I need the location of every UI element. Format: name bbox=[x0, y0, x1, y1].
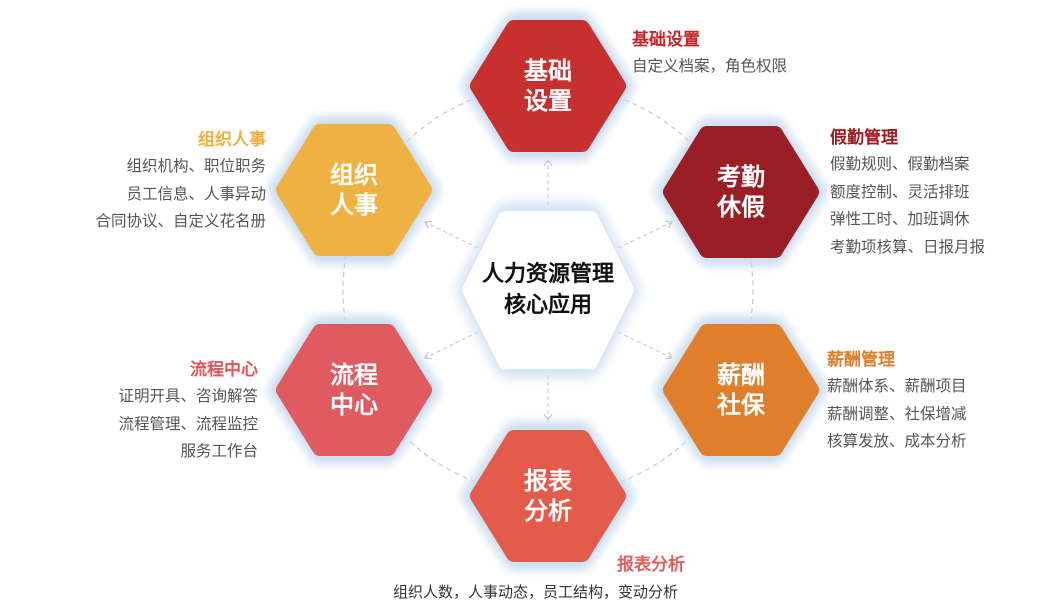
desc-line: 服务工作台 bbox=[180, 442, 258, 460]
salary-desc: 薪酬管理 薪酬体系、薪酬项目 薪酬调整、社保增减 核算发放、成本分析 bbox=[827, 347, 967, 456]
desc-line: 薪酬调整、社保增减 bbox=[827, 404, 967, 423]
center-hexagon: 人力资源管理 核心应用 bbox=[456, 203, 640, 377]
desc-line: 流程管理、流程监控 bbox=[118, 414, 258, 433]
hex-label-line1: 基础 bbox=[524, 57, 572, 85]
desc-line: 员工信息、人事异动 bbox=[126, 184, 266, 203]
desc-line: 薪酬体系、薪酬项目 bbox=[827, 377, 967, 395]
hex-label-line1: 薪酬 bbox=[717, 361, 765, 389]
basic-hexagon[interactable]: 基础 设置 bbox=[462, 12, 634, 160]
hex-label-line1: 流程 bbox=[330, 361, 378, 389]
salary-hexagon[interactable]: 薪酬 社保 bbox=[655, 316, 827, 464]
desc-line: 额度控制、灵活排班 bbox=[830, 182, 970, 201]
hex-label-line2: 设置 bbox=[524, 87, 572, 115]
desc-line: 弹性工时、加班调休 bbox=[830, 210, 970, 228]
desc-line: 证明开具、咨询解答 bbox=[118, 387, 258, 405]
report-desc: 组织人数，人事动态，员工结构，变动分析 bbox=[393, 583, 679, 601]
hex-label-line2: 社保 bbox=[717, 391, 765, 419]
hex-label-line2: 人事 bbox=[330, 191, 378, 219]
hex-label-line1: 组织 bbox=[330, 161, 378, 189]
process-desc: 流程中心 证明开具、咨询解答 流程管理、流程监控 服务工作台 bbox=[118, 357, 258, 466]
basic-settings-title: 基础设置 bbox=[632, 30, 700, 50]
process-hexagon[interactable]: 流程 中心 bbox=[268, 316, 440, 464]
desc-line: 假勤规则、假勤档案 bbox=[830, 155, 970, 173]
hex-label-line2: 分析 bbox=[524, 497, 572, 525]
hex-label-line2: 休假 bbox=[717, 193, 765, 221]
desc-line: 自定义档案，角色权限 bbox=[632, 57, 788, 75]
hex-label-line1: 报表 bbox=[524, 467, 572, 495]
org-hexagon[interactable]: 组织 人事 bbox=[268, 116, 440, 264]
org-desc: 组织人事 组织机构、职位职务 员工信息、人事异动 合同协议、自定义花名册 bbox=[95, 127, 266, 236]
desc-line: 组织机构、职位职务 bbox=[126, 157, 266, 175]
attendance-title: 假勤管理 bbox=[830, 128, 898, 148]
basic-settings-desc: 基础设置 自定义档案，角色权限 bbox=[632, 27, 787, 81]
hex-label-line1: 考勤 bbox=[717, 163, 765, 191]
connector-arrows bbox=[425, 160, 672, 420]
center-title-line1: 人力资源管理 bbox=[481, 262, 614, 287]
desc-line: 核算发放、成本分析 bbox=[827, 432, 967, 450]
org-title: 组织人事 bbox=[198, 130, 266, 150]
attendance-desc: 假勤管理 假勤规则、假勤档案 额度控制、灵活排班 弹性工时、加班调休 考勤项核算… bbox=[830, 125, 985, 261]
attendance-hexagon[interactable]: 考勤 休假 bbox=[655, 118, 827, 266]
report-hexagon[interactable]: 报表 分析 bbox=[462, 422, 634, 570]
hex-label-line2: 中心 bbox=[330, 391, 378, 419]
salary-title: 薪酬管理 bbox=[827, 350, 895, 370]
desc-line: 合同协议、自定义花名册 bbox=[95, 212, 266, 230]
desc-line: 考勤项核算、日报月报 bbox=[830, 237, 986, 256]
center-title-line2: 核心应用 bbox=[503, 293, 592, 318]
process-title: 流程中心 bbox=[190, 360, 258, 380]
report-title: 报表分析 bbox=[617, 555, 685, 575]
